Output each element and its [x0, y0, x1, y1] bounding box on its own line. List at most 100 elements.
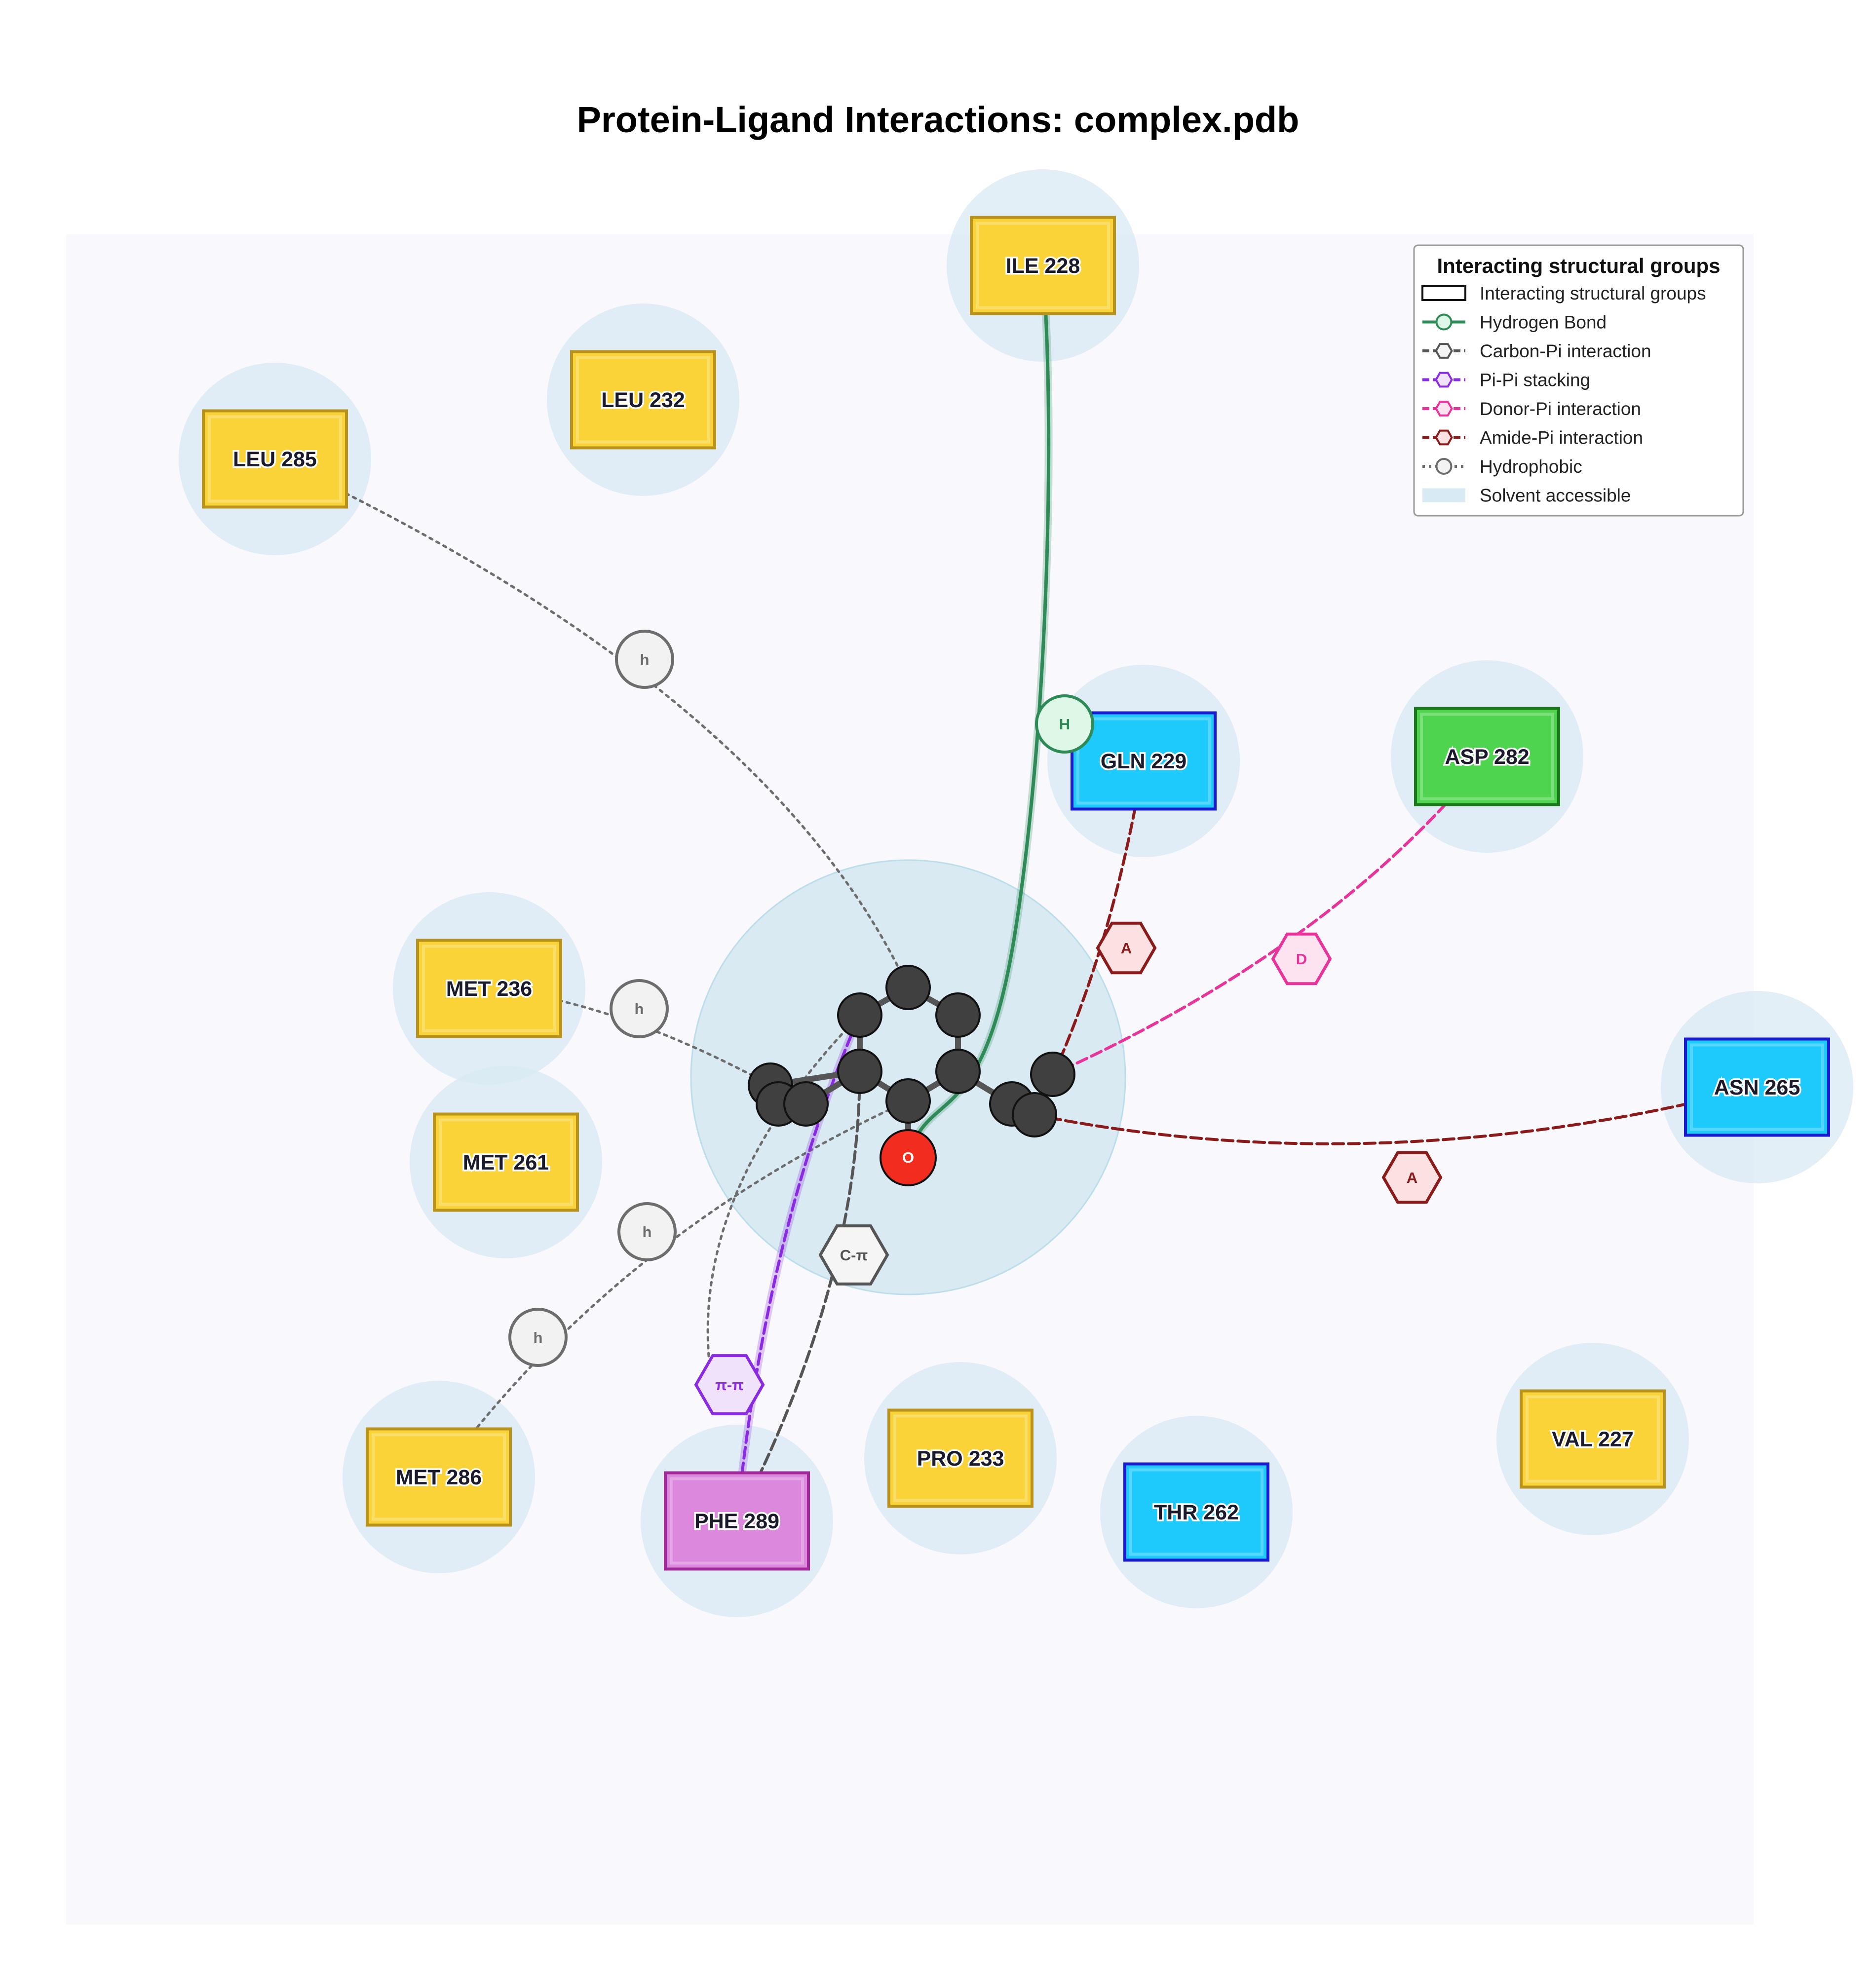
marker-label: A [1407, 1169, 1417, 1186]
legend-frame [1413, 244, 1744, 517]
marker-label: D [1296, 950, 1307, 968]
residue-box [970, 216, 1116, 315]
carbon-atom [1012, 1092, 1057, 1137]
residue-box [1071, 711, 1217, 811]
residue-box-inner [893, 1414, 1028, 1502]
residue-thr262[interactable]: THR 262 [1123, 1462, 1269, 1562]
legend-item-label: Hydrophobic [1480, 456, 1582, 477]
residue-ile228[interactable]: ILE 228 [970, 216, 1116, 315]
interaction-line-amide-asn265 [1033, 1086, 1759, 1145]
marker-label: A [1121, 940, 1132, 957]
residue-leu232[interactable]: LEU 232 [570, 350, 716, 450]
marker-label: h [635, 1000, 644, 1018]
residue-met236[interactable]: MET 236 [416, 939, 562, 1038]
residue-label: GLN 229 [1101, 750, 1187, 773]
marker-label: h [643, 1223, 652, 1241]
legend-swatch [1422, 488, 1465, 502]
marker-hyd-leu285: h [615, 630, 674, 689]
marker-circle [1035, 694, 1094, 754]
marker-circle [508, 1308, 568, 1367]
residue-asn265[interactable]: ASN 265 [1684, 1037, 1830, 1137]
oxygen-atom [880, 1129, 937, 1186]
marker-circle [617, 1202, 677, 1261]
marker-hexagon [1381, 1151, 1443, 1204]
legend-item-box: Interacting structural groups [1421, 283, 1706, 303]
marker-pipi-phe289: π-π [694, 1354, 765, 1415]
marker-label: h [640, 651, 650, 668]
legend-title: Interacting structural groups [1437, 254, 1720, 277]
residue-box-inner [976, 222, 1110, 309]
legend: Interacting structural groupsInteracting… [1413, 244, 1744, 517]
legend-item-label: Donor-Pi interaction [1480, 399, 1641, 419]
residue-box [1684, 1037, 1830, 1137]
residue-phe289[interactable]: PHE 289 [664, 1471, 810, 1571]
residue-met286[interactable]: MET 286 [366, 1427, 512, 1527]
ligand-atoms: O [748, 965, 1075, 1186]
marker-hexagon [1096, 921, 1157, 975]
carbon-atom [837, 992, 882, 1038]
residue-box [1123, 1462, 1269, 1562]
marker-label: C-π [840, 1247, 868, 1264]
legend-item-pi-pi: Pi-Pi stacking [1422, 370, 1590, 390]
residue-box [416, 939, 562, 1038]
legend-item-label: Interacting structural groups [1480, 283, 1706, 303]
residue-label: PRO 233 [917, 1447, 1004, 1471]
legend-marker [1435, 401, 1453, 417]
carbon-atom [837, 1049, 882, 1094]
residue-box [887, 1408, 1034, 1508]
carbon-atom [885, 965, 931, 1010]
interaction-line-hyd-leu285 [273, 457, 910, 989]
residue-asp282[interactable]: ASP 282 [1414, 707, 1560, 806]
legend-marker [1435, 458, 1453, 475]
residue-box-inner [576, 356, 710, 444]
interaction-line-pipi-phe289 [735, 1014, 861, 1522]
residue-label: MET 236 [446, 977, 532, 1001]
residue-val227[interactable]: VAL 227 [1520, 1389, 1666, 1489]
carbon-atom [783, 1081, 829, 1127]
marker-hexagon [694, 1354, 765, 1415]
residue-box [202, 409, 348, 509]
carbon-atom [885, 1078, 931, 1124]
interaction-line-donor-asp282 [1051, 755, 1489, 1076]
legend-item-hydrophobic: Hydrophobic [1422, 456, 1582, 477]
legend-marker [1435, 429, 1453, 446]
interaction-line-hb-ile228 [906, 265, 1051, 1160]
marker-hb-ile228: H [1035, 694, 1094, 754]
residue-box-inner [1690, 1043, 1824, 1131]
residue-label: ASP 282 [1445, 745, 1529, 769]
marker-circle [610, 979, 669, 1038]
legend-item-label: Solvent accessible [1480, 486, 1631, 506]
legend-marker [1435, 313, 1453, 331]
residue-label: VAL 227 [1552, 1428, 1634, 1451]
marker-label: π-π [715, 1376, 744, 1394]
legend-swatch [1421, 285, 1466, 301]
legend-item-label: Carbon-Pi interaction [1480, 341, 1651, 361]
residue-box-inner [439, 1118, 573, 1206]
marker-amide-asn265: A [1381, 1151, 1443, 1204]
residue-box-inner [422, 945, 556, 1032]
legend-item-carbon-pi: Carbon-Pi interaction [1422, 341, 1651, 361]
residue-label: LEU 232 [601, 388, 685, 412]
residue-met261[interactable]: MET 261 [433, 1112, 579, 1212]
diagram-title: Protein-Ligand Interactions: complex.pdb [576, 99, 1300, 140]
residue-label: MET 286 [396, 1466, 482, 1489]
residue-label: LEU 285 [233, 448, 317, 471]
carbon-atom [935, 992, 981, 1038]
residue-box-inner [670, 1477, 804, 1565]
carbon-atom [935, 1049, 981, 1094]
marker-amide-gln229: A [1096, 921, 1157, 975]
legend-item-label: Pi-Pi stacking [1480, 370, 1590, 390]
marker-cpi-phe289: C-π [818, 1224, 889, 1286]
residue-leu285[interactable]: LEU 285 [202, 409, 348, 509]
residue-box [1520, 1389, 1666, 1489]
residue-box [570, 350, 716, 450]
interaction-line-hyd-met286 [437, 1099, 910, 1478]
residue-label: ASN 265 [1714, 1076, 1800, 1099]
marker-hyd-phe289: h [617, 1202, 677, 1261]
residue-gln229[interactable]: GLN 229 [1071, 711, 1217, 811]
residue-pro233[interactable]: PRO 233 [887, 1408, 1034, 1508]
residue-box [366, 1427, 512, 1527]
legend-item-hydrogen-bond: Hydrogen Bond [1422, 312, 1607, 333]
residue-box [1414, 707, 1560, 806]
